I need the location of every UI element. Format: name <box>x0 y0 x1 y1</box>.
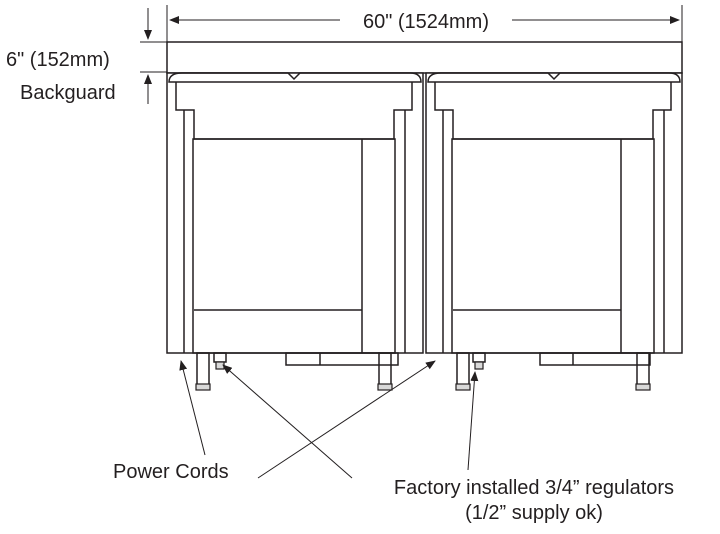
regulator-leader-right <box>467 371 479 471</box>
left-cabinet <box>166 72 424 354</box>
right-foot-rear <box>636 352 650 387</box>
backguard-panel <box>166 41 683 74</box>
right-foot-rear-base <box>635 383 651 391</box>
backguard-dimension: 6" (152mm) Backguard <box>6 8 170 104</box>
power-cord-leader-left <box>179 360 206 456</box>
power-cords-callout: Power Cords <box>113 360 436 483</box>
right-foot-front <box>456 352 470 387</box>
regulators-label: Factory installed 3/4” regulators <box>394 477 674 499</box>
left-drain-pan <box>285 352 399 366</box>
right-regulator-body <box>472 352 486 363</box>
regulator-leader-left <box>222 364 353 479</box>
regulators-callout: Factory installed 3/4” regulators (1/2” … <box>222 364 674 524</box>
power-cord-leader-right <box>257 360 436 479</box>
left-foot-rear <box>378 352 392 387</box>
width-label: 60" (1524mm) <box>363 11 489 33</box>
backguard-label: Backguard <box>20 82 116 104</box>
regulators-note: (1/2” supply ok) <box>465 502 603 524</box>
left-regulator-body <box>213 352 227 363</box>
right-cabinet <box>425 72 683 354</box>
right-foot-front-base <box>455 383 471 391</box>
right-top-rim <box>427 72 681 83</box>
width-dimension: 60" (1524mm) <box>166 5 683 42</box>
right-regulator-fitting <box>474 361 484 370</box>
left-foot-front-base <box>195 383 211 391</box>
power-cords-label: Power Cords <box>113 461 229 483</box>
right-drain-pan <box>539 352 651 366</box>
left-foot-rear-base <box>377 383 393 391</box>
left-top-rim <box>168 72 422 83</box>
left-fryer <box>166 72 424 391</box>
right-fryer <box>425 72 683 391</box>
left-foot-front <box>196 352 210 387</box>
left-regulator-fitting <box>215 361 225 370</box>
backguard-size-label: 6" (152mm) <box>6 49 110 71</box>
